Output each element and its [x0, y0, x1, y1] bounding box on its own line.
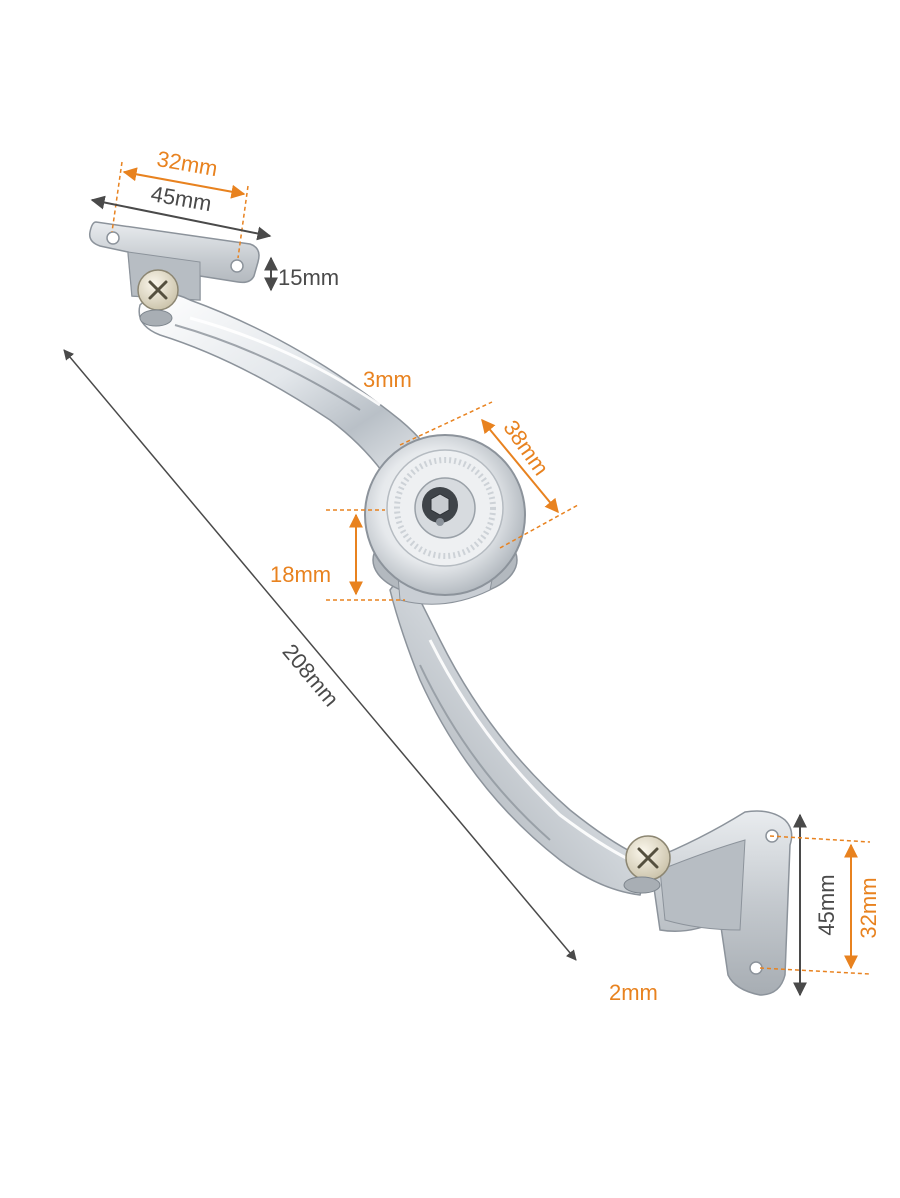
- dimension-top-bracket-height: 15mm: [264, 256, 339, 292]
- dimension-label: 32mm: [856, 877, 881, 938]
- damper-hub: [364, 434, 526, 605]
- dimension-label: 32mm: [155, 146, 220, 181]
- bracket-hole: [230, 259, 244, 273]
- dimension-label: 15mm: [278, 265, 339, 290]
- cross-head-screw-icon: [623, 835, 671, 894]
- dimension-label: 45mm: [814, 874, 839, 935]
- dimension-bottom-bracket-width: 45mm: [793, 813, 839, 997]
- dimension-bottom-hole-spacing: 32mm: [759, 835, 881, 975]
- dimension-bracket-thickness: 2mm: [609, 980, 658, 1005]
- dimension-arm-thickness: 3mm: [363, 367, 412, 392]
- bracket-hole: [106, 231, 120, 245]
- bottom-mounting-bracket: [649, 810, 793, 996]
- lower-arm: [389, 568, 651, 896]
- dimension-label: 18mm: [270, 562, 331, 587]
- cross-head-screw-icon: [137, 269, 179, 327]
- dimension-label: 208mm: [278, 639, 344, 711]
